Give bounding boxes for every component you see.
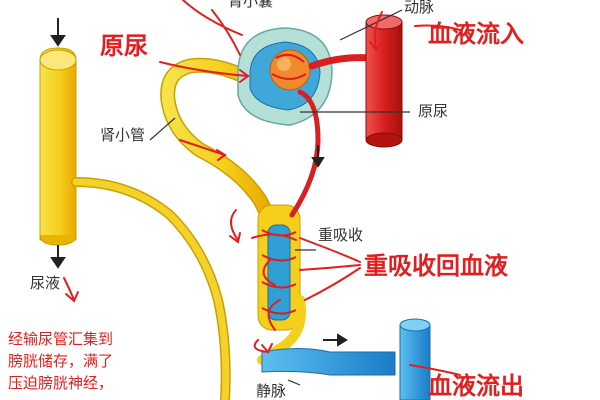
annotation-blood-out: 血液流出 [428, 372, 524, 400]
handwritten-arrows [63, 0, 461, 376]
loop-of-henle [257, 204, 306, 365]
annotation-urine-note: 经输尿管汇集到 膀胱储存，满了 压迫膀胱神经， [8, 328, 113, 394]
flow-arrows [50, 18, 348, 347]
annotation-reabsorb-blood: 重吸收回血液 [364, 252, 508, 280]
label-renal-tubule: 肾小管 [100, 126, 146, 144]
artery [365, 14, 403, 148]
label-renal-capsule: 肾小囊 [228, 0, 274, 10]
label-primary-urine: 原尿 [418, 102, 449, 120]
leader-lines [149, 9, 410, 386]
label-urine: 尿液 [30, 274, 61, 292]
label-vein: 静脉 [256, 382, 287, 400]
label-reabsorption: 重吸收 [318, 226, 364, 244]
collecting-duct [39, 47, 77, 246]
note-line: 压迫膀胱神经， [8, 374, 114, 392]
label-artery: 动脉 [404, 0, 435, 16]
note-line: 经输尿管汇集到 [8, 330, 114, 348]
annotation-blood-in: 血液流入 [428, 20, 524, 48]
annotation-primary-urine: 原尿 [100, 32, 148, 60]
renal-capsule [237, 27, 333, 126]
note-line: 膀胱储存，满了 [8, 352, 114, 370]
vein [261, 318, 431, 400]
efferent-arteriole [289, 89, 321, 218]
afferent-arteriole [308, 54, 374, 70]
